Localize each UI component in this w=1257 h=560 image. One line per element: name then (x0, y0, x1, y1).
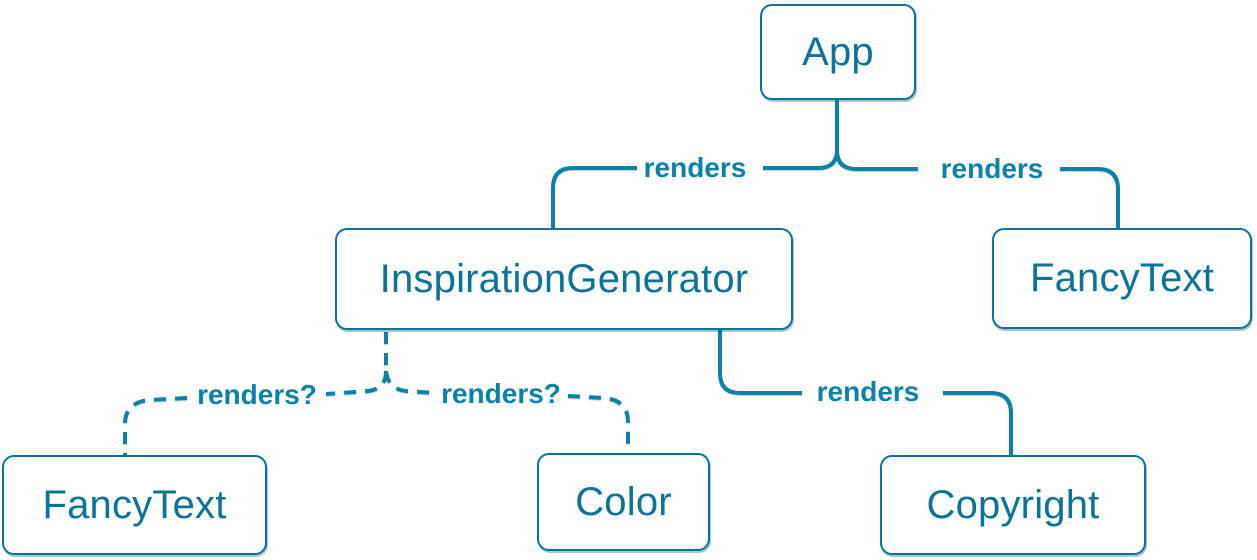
edge-label-ig-color: renders? (441, 378, 561, 409)
node-fancy-text-top: FancyText (992, 228, 1252, 329)
edge-label-app-fancytext: renders (940, 153, 1044, 184)
edge-ig-copyright-a (718, 330, 802, 395)
edge-ig-fancytext-a (325, 370, 388, 396)
edge-label-ig-fancytext: renders? (197, 379, 317, 410)
edge-app-fancytext-a (835, 149, 918, 171)
node-color: Color (537, 453, 710, 551)
edge-app-inspirationgenerator-a (763, 149, 839, 170)
edge-label-ig-copyright: renders (816, 376, 920, 407)
edge-ig-color-a (384, 370, 435, 395)
edge-label-app-inspirationgenerator: renders (643, 152, 747, 183)
edge-app-inspirationgenerator-b (551, 166, 637, 228)
node-copyright: Copyright (880, 455, 1146, 555)
edge-app-fancytext-b (1060, 167, 1120, 228)
node-app: App (760, 4, 916, 100)
node-fancy-text-bottom: FancyText (2, 455, 267, 555)
edge-ig-color-b (567, 394, 630, 452)
edge-ig-copyright-b (943, 391, 1013, 455)
edge-ig-fancytext-b (123, 396, 188, 455)
node-inspiration-generator: InspirationGenerator (335, 228, 793, 330)
